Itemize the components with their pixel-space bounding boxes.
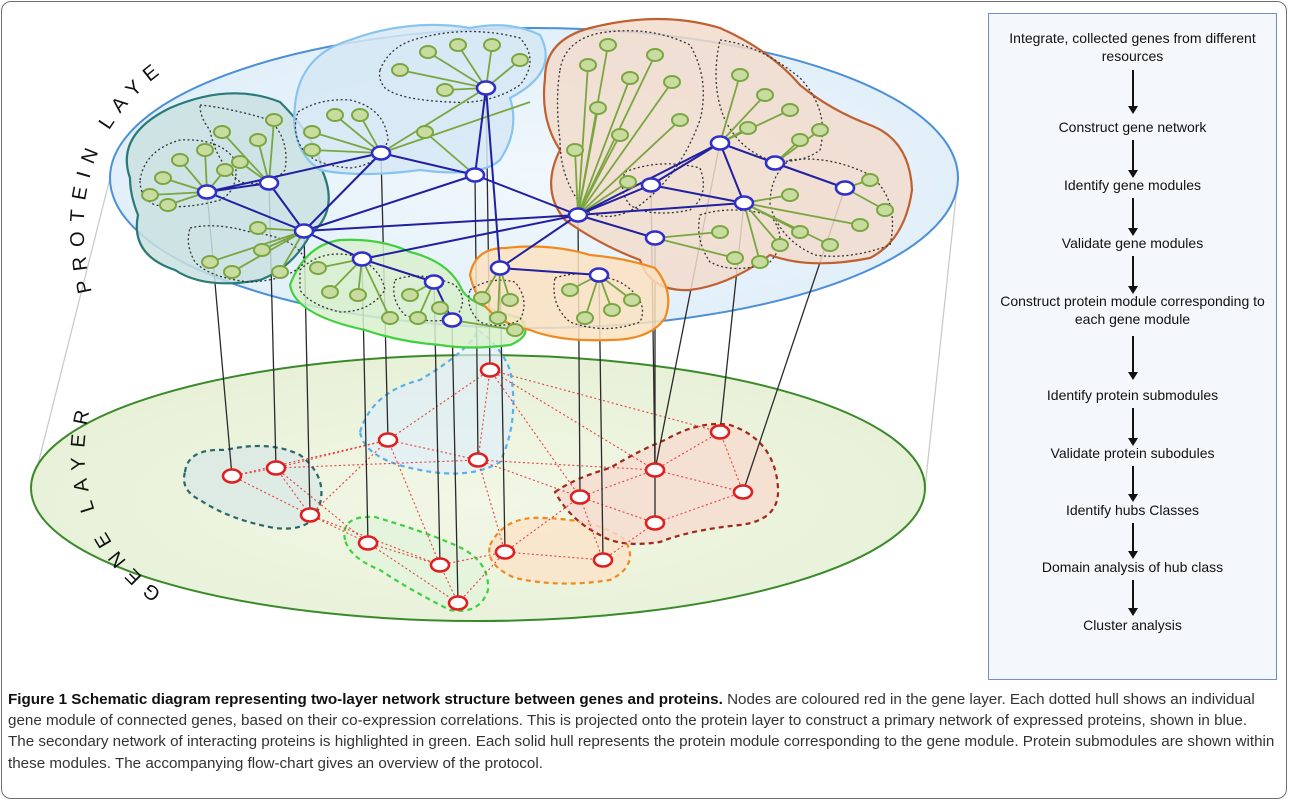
protein-hull-brown: [542, 17, 914, 292]
gene-hull-darkred: [553, 422, 780, 545]
flow-arrow: [1128, 408, 1138, 446]
gene-hull-orange: [488, 516, 632, 585]
gene-hull-green: [343, 515, 490, 612]
flow-arrow: [1128, 198, 1138, 236]
protein-module-hulls: [125, 17, 914, 349]
flow-step-cluster-analysis: Cluster analysis: [1083, 617, 1182, 633]
gene-nodes: [221, 362, 754, 611]
flow-step-validate-protein-subodules: Validate protein subodules: [1050, 445, 1215, 461]
flow-step-integrate: Integrate, collected genes from differen…: [1009, 30, 1256, 64]
primary-protein-nodes: [196, 80, 856, 328]
figure-caption: Figure 1 Schematic diagram representing …: [8, 689, 1276, 774]
two-layer-network-diagram: PROTEIN LAYER GENE LAYER: [0, 0, 959, 622]
flow-arrow: [1128, 580, 1138, 616]
protocol-flowchart: Integrate, collected genes from differen…: [988, 13, 1277, 680]
flow-arrow: [1128, 70, 1138, 114]
flow-arrow: [1128, 140, 1138, 178]
caption-text: Nodes are coloured red in the gene layer…: [8, 691, 1275, 772]
primary-edges: [206, 87, 846, 321]
cylinder-left-edge: [31, 177, 111, 489]
gene-edges: [231, 369, 744, 604]
flow-step-identify-hubs-classes: Identify hubs Classes: [1065, 502, 1200, 518]
secondary-protein-nodes: [141, 38, 894, 337]
flow-arrow: [1128, 466, 1138, 502]
flow-step-identify-gene-modules: Identify gene modules: [1064, 177, 1201, 193]
gene-module-hulls: [182, 328, 780, 612]
flow-arrow: [1128, 256, 1138, 294]
flow-step-identify-protein-submodules: Identify protein submodules: [1046, 387, 1219, 403]
flow-arrow: [1128, 336, 1138, 380]
caption-title: Figure 1 Schematic diagram representing …: [8, 691, 723, 708]
flow-step-construct-protein-module: Construct protein module corresponding t…: [1000, 293, 1265, 327]
protein-hull-lightblue: [293, 23, 547, 176]
cylinder-right-edge: [924, 177, 959, 489]
gene-hull-teal: [182, 444, 323, 530]
flow-step-validate-gene-modules: Validate gene modules: [1061, 235, 1204, 251]
flow-step-domain-analysis: Domain analysis of hub class: [1041, 559, 1224, 575]
flow-arrow: [1128, 523, 1138, 559]
flow-step-construct-gene-network: Construct gene network: [1058, 119, 1207, 135]
